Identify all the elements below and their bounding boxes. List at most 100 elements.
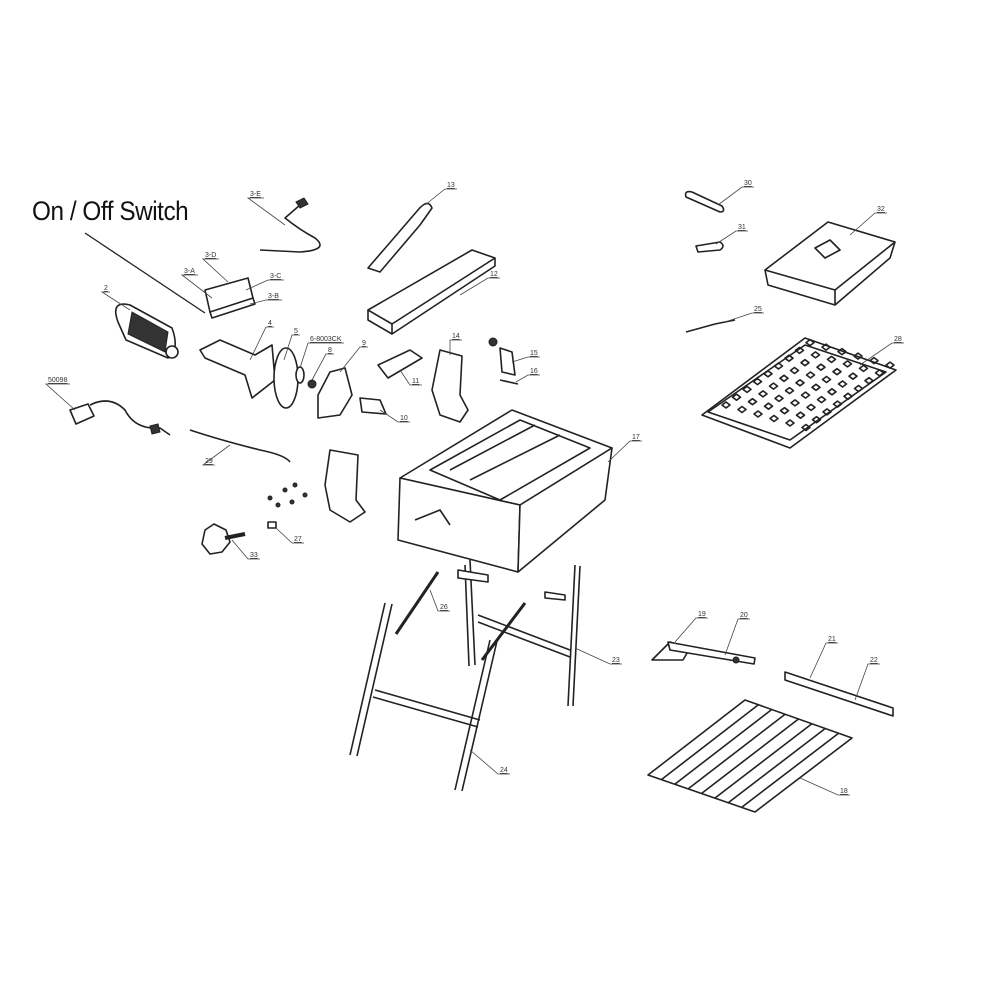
screws	[267, 482, 308, 508]
leader-line	[429, 589, 450, 612]
grate-hole	[737, 405, 747, 414]
grate-hole	[758, 390, 768, 398]
leader-line	[201, 258, 229, 283]
table-frame	[397, 409, 613, 573]
leader-line	[201, 444, 231, 466]
grate-hole	[858, 364, 869, 373]
grate-hole	[842, 360, 853, 368]
saw-blade	[273, 347, 299, 409]
leader-line	[44, 383, 76, 411]
grate-hole	[800, 391, 811, 399]
bracket-lower	[324, 449, 366, 523]
leader-line	[724, 312, 764, 323]
part-label: 3-D	[205, 252, 216, 259]
leader-line	[717, 186, 754, 206]
leader-line	[283, 334, 300, 361]
leader-line	[511, 356, 540, 363]
part-label: 11	[412, 378, 419, 385]
grate-hole	[763, 370, 773, 378]
part-label: 32	[877, 206, 885, 213]
part-label: 5	[294, 328, 298, 335]
grate-hole	[785, 419, 795, 427]
nut	[307, 379, 317, 389]
grate-hole	[821, 343, 831, 351]
grate-hole	[811, 383, 821, 392]
leader-line	[180, 274, 213, 299]
leader-line	[246, 197, 286, 226]
folding-stand	[349, 559, 581, 792]
grate-hole	[763, 402, 774, 410]
grate-hole	[843, 392, 853, 401]
part-label: 26	[440, 604, 448, 611]
part-label: 3-A	[184, 268, 195, 275]
part-label: 3-E	[250, 191, 261, 198]
grate-hole	[800, 358, 810, 367]
grate-hole	[742, 385, 752, 394]
leader-line	[607, 440, 642, 463]
cutting-grate	[701, 337, 897, 449]
part-label: 21	[828, 636, 836, 643]
grate-hole	[874, 369, 885, 377]
leader-line	[379, 409, 410, 423]
part-label: 30	[744, 180, 752, 187]
grate-hole	[811, 415, 822, 424]
grate-hole	[789, 366, 800, 375]
part-label: 31	[738, 224, 746, 231]
screwdriver	[685, 319, 736, 333]
grate-hole	[747, 397, 758, 406]
leader-line	[249, 326, 274, 361]
leader-line	[399, 369, 422, 386]
part-label: 14	[452, 333, 460, 340]
motor-mount	[488, 337, 519, 385]
leader-line	[245, 279, 284, 291]
part-label: 29	[205, 458, 213, 465]
grate-hole	[832, 367, 842, 376]
grate-hole	[784, 386, 795, 395]
part-label: 16	[530, 368, 538, 375]
flange	[295, 366, 305, 384]
grate-hole	[810, 351, 821, 359]
grate-hole	[779, 374, 789, 383]
leader-line	[469, 749, 510, 775]
grate-hole	[769, 414, 779, 423]
leader-line	[574, 647, 622, 665]
part-label: 22	[870, 657, 878, 664]
part-label: 6-8003CK	[310, 336, 342, 343]
grate-hole	[837, 347, 847, 356]
callout-leader-line	[84, 232, 206, 314]
grate-hole	[752, 377, 763, 386]
motor	[114, 303, 179, 359]
part-label: 17	[632, 434, 640, 441]
grate-hole	[784, 354, 794, 362]
water-tray	[764, 221, 896, 306]
grate-hole	[869, 356, 879, 365]
leader-line	[311, 353, 334, 381]
grate-hole	[816, 363, 826, 371]
part-label: 2	[104, 285, 108, 292]
grate-hole	[790, 399, 800, 407]
grate-hole	[885, 361, 895, 369]
leader-line	[424, 188, 457, 206]
transformer	[69, 400, 171, 436]
grate-hole	[773, 362, 784, 370]
leader-line	[724, 618, 750, 656]
part-label: 8	[328, 347, 332, 354]
grate-hole	[837, 380, 848, 388]
leader-line	[231, 539, 260, 560]
leader-line	[799, 777, 850, 796]
motor-plate	[199, 339, 276, 399]
grate-hole	[795, 411, 806, 419]
part-label: 12	[490, 271, 498, 278]
leader-line	[449, 339, 462, 355]
guide-rail	[367, 249, 496, 335]
water-arm	[367, 202, 433, 273]
grate-hole	[795, 379, 805, 387]
leader-line	[515, 374, 540, 383]
switch-box	[204, 277, 256, 319]
part-label: 23	[612, 657, 620, 664]
grate-hole	[832, 400, 843, 408]
grate-hole	[721, 401, 731, 409]
grate-hole	[779, 406, 790, 415]
grate-hole	[774, 394, 784, 403]
part-label: 9	[362, 340, 366, 347]
